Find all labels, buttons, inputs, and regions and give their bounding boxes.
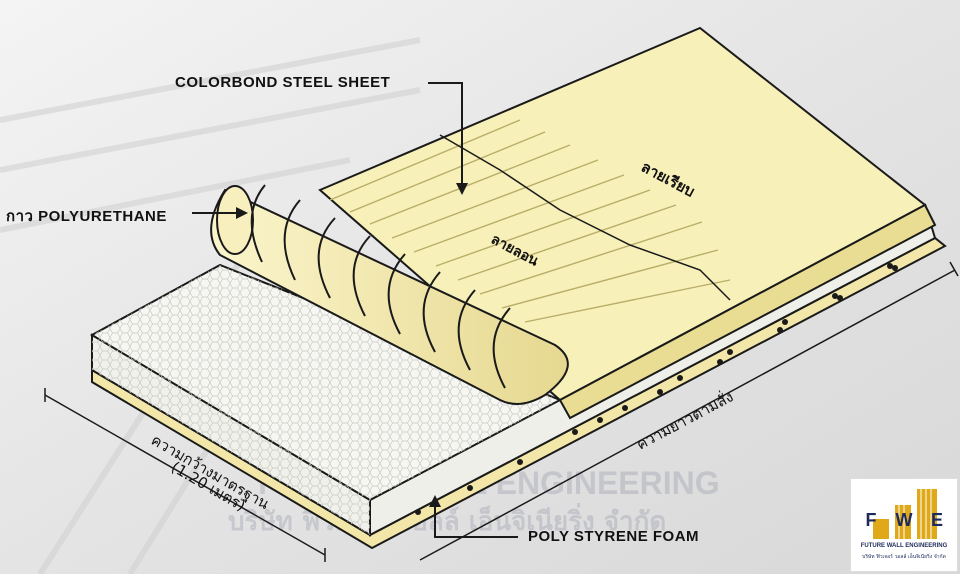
edge-dots [415,263,898,515]
label-foam: POLY STYRENE FOAM [528,528,700,545]
logo-building-icon [873,489,937,539]
pattern-boundary [439,134,731,301]
logo-company-name: FUTURE WALL ENGINEERING [860,543,948,549]
corrugation-lines [329,119,731,323]
glue-roll [210,184,569,405]
top-sheet-edge [558,203,937,420]
logo-letters: F W E [851,509,957,531]
company-logo: F W E FUTURE WALL ENGINEERING บริษัท ฟิว… [850,478,958,572]
width-dimension [44,388,326,562]
logo-company-thai-name: บริษัท ฟิวเจอร์ วอลล์ เอ็นจิเนียริ่ง จำก… [862,554,946,560]
logo-letter-f: F [865,510,877,530]
leader-arrows [236,183,468,507]
logo-letter-w: W [895,510,913,530]
length-dimension [419,261,959,561]
label-steel-sheet: COLORBOND STEEL SHEET [175,74,391,91]
label-glue: กาว POLYURETHANE [6,208,167,225]
leader-lines [192,82,518,538]
logo-letter-e: E [931,510,944,530]
